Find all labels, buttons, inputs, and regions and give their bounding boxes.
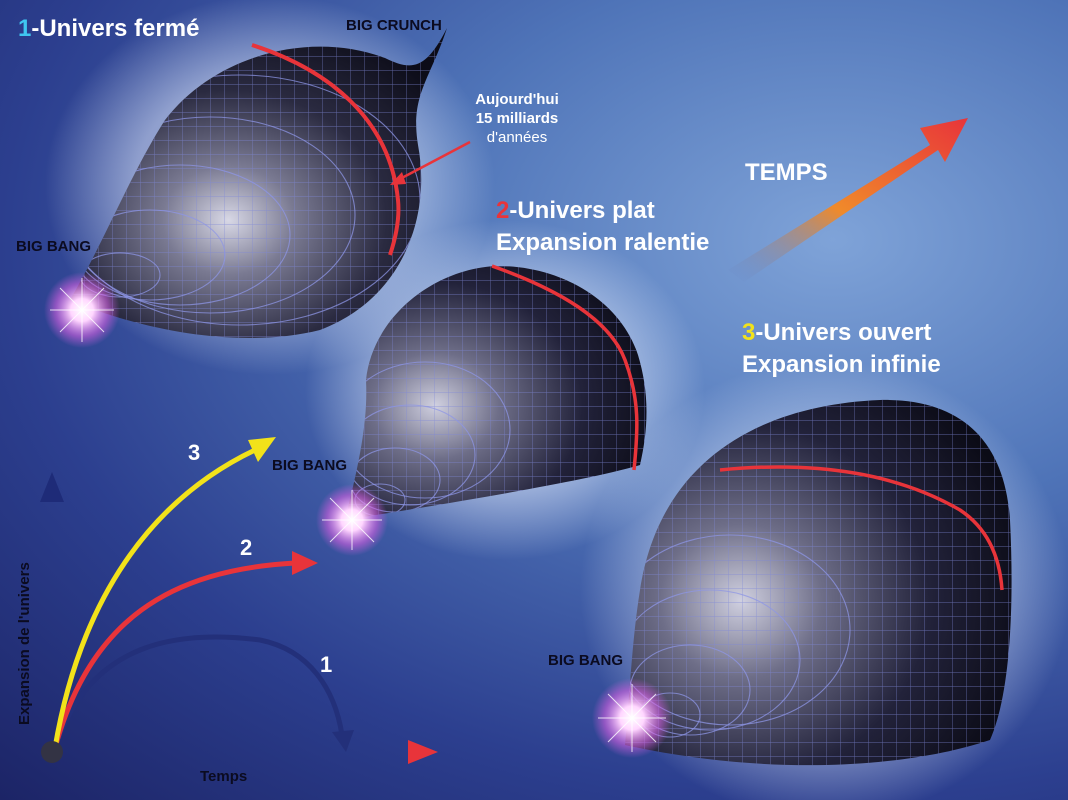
big-bang-spark-1 [44,272,120,348]
today-line-2: 15 milliards [475,110,559,127]
time-arrow-big [728,118,968,282]
curve-2-arrowhead [292,551,318,575]
x-axis-arrowhead [408,740,438,764]
today-line-closed [251,43,401,256]
graph-origin [41,741,63,763]
curve-2 [52,560,296,749]
today-pointer-arrow [390,140,471,185]
universe-3-subtitle: Expansion infinie [742,351,941,378]
big-bang-label-3: BIG BANG [548,652,623,669]
curve-3-label: 3 [188,440,201,465]
universe-3-title: -Univers ouvert [755,319,932,346]
universe-2-title: -Univers plat [509,197,655,224]
universe-3-number: 3 [742,319,756,346]
curve-2-label: 2 [240,535,253,560]
expansion-graph [40,437,438,764]
universe-1-number: 1 [18,15,32,42]
universe-2-heading: 2-Univers plat [496,196,655,226]
big-crunch-label: BIG CRUNCH [346,17,442,34]
curve-3-arrowhead [248,437,276,462]
curve-3 [52,447,257,749]
universe-3-heading: 3-Univers ouvert [742,318,931,348]
universe-1-heading: 1-Univers fermé [18,14,199,44]
curve-1-arrowhead [332,730,354,752]
universe-2-subtitle: Expansion ralentie [496,229,710,256]
today-annotation: Aujourd'hui 15 milliards d'années [462,90,572,147]
graph-ylabel: Expansion de l'univers [16,562,33,725]
y-axis-arrowhead [40,472,64,502]
big-bang-spark-3 [592,678,672,758]
curve-1 [52,634,345,749]
universe-2-number: 2 [496,197,510,224]
big-bang-label-2: BIG BANG [272,457,347,474]
big-bang-label-1: BIG BANG [16,238,91,255]
curve-1-label: 1 [320,652,333,677]
universe-1-title: -Univers fermé [31,15,200,42]
today-line-flat [491,264,639,471]
big-bang-spark-2 [316,484,388,556]
today-line-1: Aujourd'hui [475,91,559,108]
today-line-3: d'années [486,129,548,146]
graph-xlabel: Temps [200,768,248,785]
open-universe-shape [625,399,1012,766]
temps-big-label: TEMPS [745,159,828,186]
today-line-open [719,465,1004,591]
